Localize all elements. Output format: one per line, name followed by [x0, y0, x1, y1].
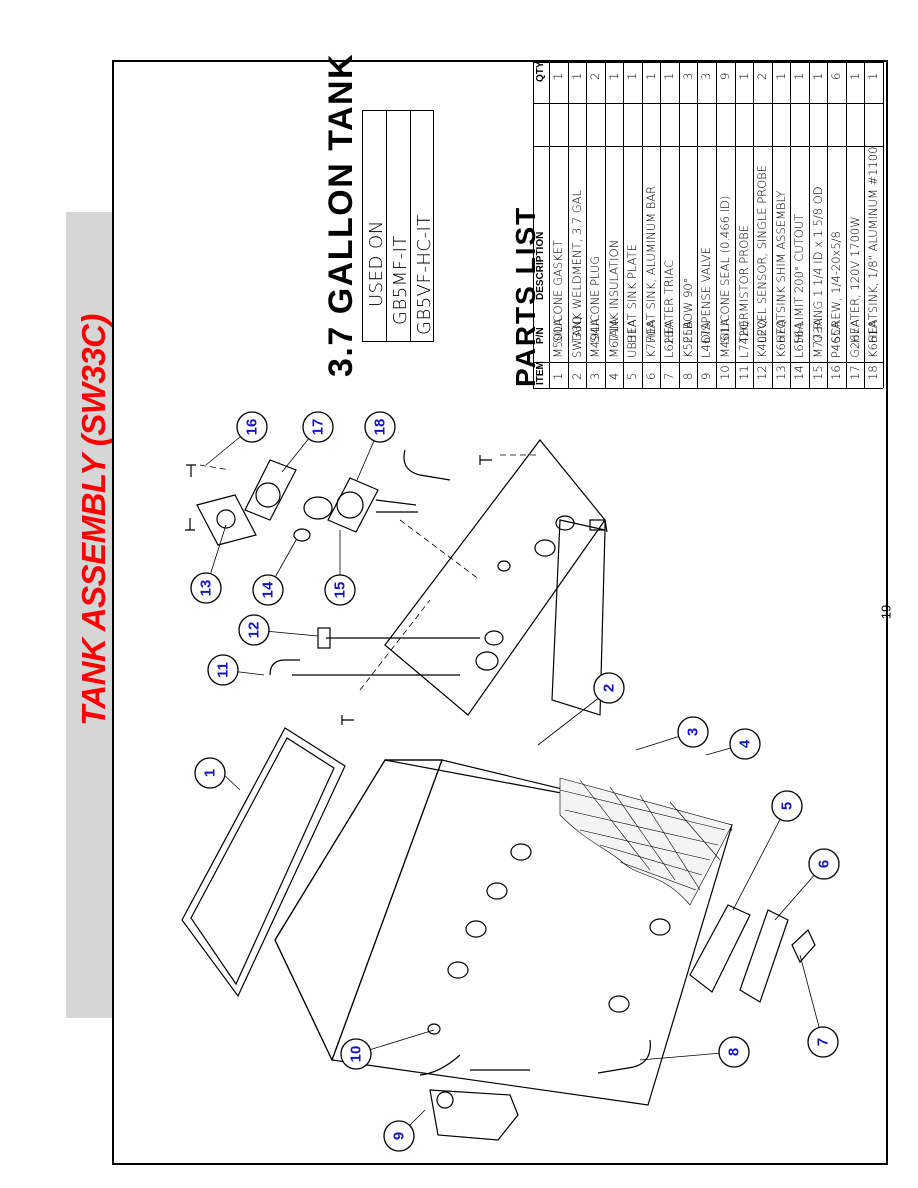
callout-14: 14 [252, 574, 284, 606]
elbow-90 [597, 1039, 651, 1074]
callout-circle [236, 411, 268, 443]
callout-number: 8 [726, 1048, 743, 1056]
callout-5: 5 [771, 790, 803, 822]
callout-7: 7 [807, 1026, 839, 1058]
callout-number: 9 [391, 1132, 408, 1140]
callout-number: 6 [816, 860, 833, 868]
callout-12: 12 [238, 614, 270, 646]
callout-2: 2 [593, 672, 625, 704]
callout-circle [194, 757, 226, 789]
callout-number: 16 [244, 419, 261, 436]
callout-circle [807, 1026, 839, 1058]
callout-circle [302, 411, 334, 443]
dispense-valve [419, 1054, 530, 1141]
callout-number: 14 [260, 581, 277, 598]
callout-number: 17 [310, 419, 327, 436]
callout-number: 15 [332, 582, 349, 599]
callout-number: 3 [685, 728, 702, 736]
callout-6: 6 [808, 848, 840, 880]
callout-3: 3 [677, 716, 709, 748]
heatsink-parts [196, 459, 418, 546]
callout-number: 5 [779, 802, 796, 810]
callout-number: 18 [372, 419, 389, 436]
screws [185, 455, 492, 725]
callout-16: 16 [236, 411, 268, 443]
tank-seals [427, 843, 671, 1035]
callout-1: 1 [194, 757, 226, 789]
callout-circle [383, 1120, 415, 1152]
sidebar-band [66, 212, 112, 1018]
callout-18: 18 [364, 411, 396, 443]
callout-17: 17 [302, 411, 334, 443]
callout-number: 12 [246, 622, 263, 639]
heat-sink-plates [689, 904, 816, 1003]
tank-insulation [559, 777, 733, 906]
callout-9: 9 [383, 1120, 415, 1152]
silicone-gasket [181, 727, 346, 998]
callout-circle [324, 574, 356, 606]
callout-4: 4 [729, 728, 761, 760]
used-on-box: USED ON GB5MF-IT GB5VF-HC-IT [362, 110, 435, 342]
callout-11: 11 [207, 654, 239, 686]
callout-circle [190, 572, 222, 604]
callout-number: 7 [815, 1038, 832, 1046]
callout-circle [207, 654, 239, 686]
callout-circle [252, 574, 284, 606]
drawing-frame [112, 60, 888, 1165]
callout-number: 1 [202, 769, 219, 777]
callout-number: 4 [737, 739, 754, 748]
callout-circle [677, 716, 709, 748]
callout-circle [340, 1038, 372, 1070]
callout-number: 2 [601, 684, 618, 692]
callout-8: 8 [718, 1036, 750, 1068]
callout-number: 11 [215, 662, 232, 678]
callout-10: 10 [340, 1038, 372, 1070]
callout-circle [808, 848, 840, 880]
tank-top-plate [384, 439, 608, 716]
callout-number: 10 [348, 1046, 365, 1063]
callout-circle [718, 1036, 750, 1068]
callout-circle [771, 790, 803, 822]
probes [269, 627, 480, 676]
callout-circle [593, 672, 625, 704]
callout-circle [729, 728, 761, 760]
callout-number: 13 [198, 580, 215, 597]
callout-circle [364, 411, 396, 443]
callout-15: 15 [324, 574, 356, 606]
callout-circle [238, 614, 270, 646]
callout-13: 13 [190, 572, 222, 604]
